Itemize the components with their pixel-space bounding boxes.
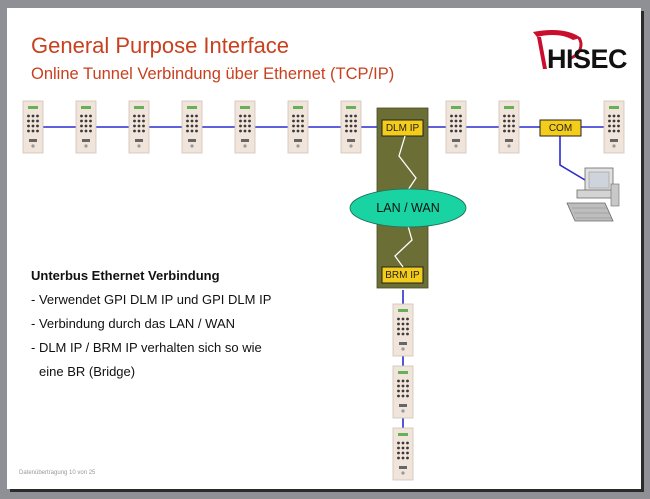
device-12 [392, 365, 414, 419]
network-diagram [22, 100, 625, 481]
com-box [539, 119, 582, 137]
logo-swoosh-icon [533, 30, 583, 69]
hisec-logo: HISEC [523, 24, 628, 79]
device-5 [234, 100, 256, 154]
bullet-line-1: - Verwendet GPI DLM IP und GPI DLM IP [31, 292, 272, 307]
slide: General Purpose Interface Online Tunnel … [7, 8, 641, 489]
tunnel-link-bottom [394, 225, 413, 268]
slide-footer: Datenübertragung 10 von 25 [19, 470, 96, 476]
pc-computer-icon [566, 167, 620, 222]
brm-ip-label: BRM IP [385, 269, 420, 281]
tunnel-link-top [398, 135, 417, 191]
device-6 [287, 100, 309, 154]
cloud-label: LAN / WAN [376, 201, 440, 215]
lan-wan-cloud [349, 188, 467, 228]
device-13 [392, 427, 414, 481]
slide-title: General Purpose Interface [31, 33, 290, 58]
bullet-line-2: - Verbindung durch das LAN / WAN [31, 316, 236, 331]
slide-subtitle: Online Tunnel Verbindung über Ethernet (… [31, 65, 395, 83]
dlm-ip-label: DLM IP [385, 122, 420, 134]
com-label: COM [548, 122, 573, 134]
bullet-line-3: - DLM IP / BRM IP verhalten sich so wie [31, 340, 262, 355]
dlm-ip-box [381, 119, 424, 137]
bullet-heading: Unterbus Ethernet Verbindung [31, 268, 220, 283]
device-7 [340, 100, 362, 154]
bullet-list: Unterbus Ethernet Verbindung - Verwendet… [31, 268, 271, 388]
com-pc-link [559, 136, 586, 181]
logo-text: HISEC [547, 44, 628, 74]
device-1 [22, 100, 44, 154]
device-4 [181, 100, 203, 154]
device-8 [445, 100, 467, 154]
device-3 [128, 100, 150, 154]
device-9 [498, 100, 520, 154]
device-11 [392, 303, 414, 357]
device-10 [603, 100, 625, 154]
device-2 [75, 100, 97, 154]
bullet-line-4: eine BR (Bridge) [39, 364, 136, 379]
